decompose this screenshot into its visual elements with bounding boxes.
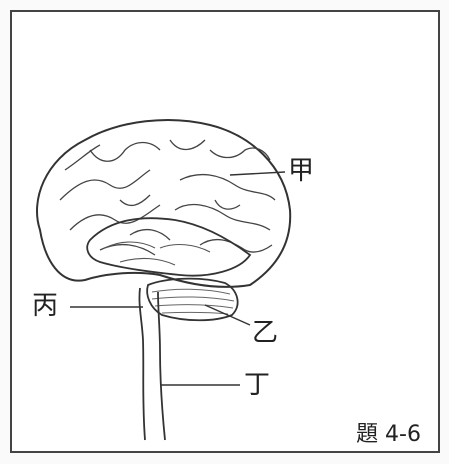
leader-jia	[229, 171, 286, 176]
brainstem-right	[157, 291, 166, 441]
leader-lines	[70, 171, 286, 386]
leader-yi	[204, 304, 251, 326]
cerebellum	[146, 277, 239, 322]
cerebrum-gyri	[59, 139, 276, 256]
figure-caption: 題 4-6	[356, 422, 421, 447]
label-ding: 丁	[244, 370, 271, 400]
cerebrum-outline	[36, 119, 292, 288]
label-yi: 乙	[252, 318, 279, 348]
temporal-folds	[104, 241, 211, 266]
label-jia: 甲	[288, 156, 315, 186]
label-bing: 丙	[32, 291, 59, 321]
cerebellum-folia	[151, 288, 235, 315]
temporal-lobe	[86, 217, 252, 277]
figure-frame	[10, 10, 440, 453]
brainstem-left	[138, 287, 146, 441]
